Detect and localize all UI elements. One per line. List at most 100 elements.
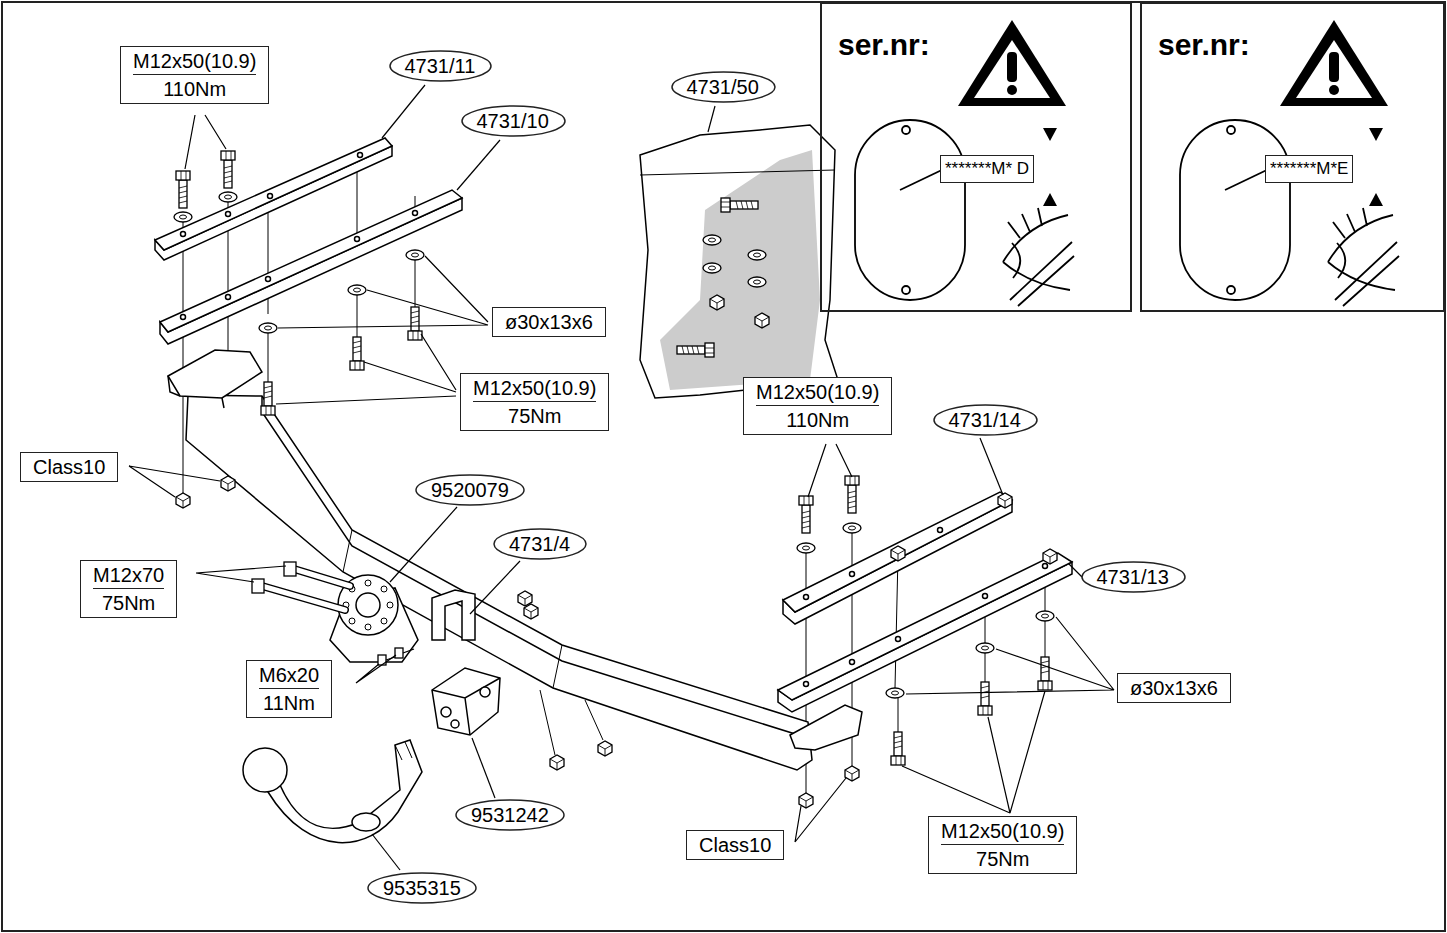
bracket-4731-13 [778, 553, 1072, 712]
drawing-path [472, 738, 495, 798]
part-number-ellipse: 4731/14 [933, 404, 1038, 436]
torque-value: 75Nm [941, 847, 1064, 871]
drawing-use [845, 766, 859, 781]
part-label: 4731/14 [949, 408, 1022, 432]
drawing-use [797, 543, 815, 553]
drawing-use [748, 277, 766, 287]
drawing-circle [356, 593, 380, 617]
serial-callout: *******M*E [1265, 155, 1353, 183]
drawing-circle [983, 594, 988, 599]
drawing-rect [1007, 52, 1017, 82]
serial-panel: ser.nr:*******M*E [1140, 2, 1445, 312]
drawing-rect [284, 562, 296, 576]
drawing-g [721, 198, 758, 212]
drawing-use [1043, 549, 1057, 564]
drawing-path [196, 566, 286, 582]
drawing-circle [902, 286, 910, 294]
part-label: 9520079 [431, 478, 509, 502]
part-label: 4731/50 [687, 75, 760, 99]
drawing-polygon [160, 198, 462, 344]
drawing-use [406, 250, 424, 260]
drawing-path [372, 834, 400, 870]
spec-box: M12x50(10.9)110Nm [120, 46, 269, 104]
drawing-circle [387, 602, 393, 608]
drawing-use [408, 307, 422, 340]
drawing-circle [804, 682, 809, 687]
ellipse-shape [368, 873, 476, 903]
spec-box: M12x7075Nm [80, 560, 177, 618]
part-number-ellipse: 9520079 [415, 474, 525, 506]
drawing-path [470, 561, 520, 614]
drawing-use [703, 263, 721, 273]
drawing-use [174, 212, 192, 222]
part-label: M12x50(10.9) [473, 376, 596, 402]
part-label: 4731/10 [477, 109, 550, 133]
drawing-path [1069, 564, 1082, 577]
drawing-circle [1227, 126, 1235, 134]
clamp-4731-4 [432, 590, 475, 640]
drawing-circle [365, 624, 371, 630]
drawing-use [891, 546, 905, 561]
spec-box: Class10 [20, 452, 118, 482]
drawing-circle [349, 618, 355, 624]
drawing-polygon [432, 668, 500, 735]
drawing-path [640, 170, 835, 175]
drawing-circle [181, 232, 186, 237]
drawing-use [518, 591, 532, 606]
part-label: 4731/4 [509, 532, 571, 556]
drawing-circle [804, 595, 809, 600]
bracket-4731-11 [155, 138, 392, 260]
part-label: *******M*E [1270, 159, 1348, 179]
drawing-circle [381, 586, 387, 592]
drawing-circle [413, 211, 418, 216]
part-label: M12x50(10.9) [941, 819, 1064, 845]
drawing-g [677, 343, 714, 357]
serial-panel: ser.nr: *******M* D [820, 2, 1132, 312]
part-label: M12x50(10.9) [133, 49, 256, 75]
drawing-circle [1227, 286, 1235, 294]
drawing-path [356, 655, 396, 683]
leader-lines [129, 85, 1114, 870]
drawing-polygon [660, 150, 820, 390]
drawing-circle [355, 237, 360, 242]
drawing-use [1038, 657, 1052, 690]
bolt-bag [640, 125, 838, 398]
drawing-path [432, 678, 500, 735]
part-number-ellipse: 4731/10 [461, 105, 566, 137]
drawing-use [799, 793, 813, 808]
drawing-use [1036, 611, 1054, 621]
drawing-path [432, 590, 475, 640]
drawing-use [350, 337, 364, 370]
drawing-polygon [1280, 20, 1388, 106]
drawing-path [382, 85, 425, 138]
drawing-circle [268, 194, 273, 199]
drawing-path [1003, 208, 1074, 306]
drawing-polygon [1369, 193, 1383, 206]
drawing-path [795, 778, 846, 842]
drawing-rect [252, 579, 264, 593]
part-label: M6x20 [259, 663, 319, 689]
bolts-m12x70 [252, 562, 350, 610]
drawing-path [129, 466, 220, 497]
drawing-circle [896, 637, 901, 642]
part-label: ser.nr: [838, 28, 1130, 62]
drawing-circle [226, 295, 231, 300]
drawing-path [457, 140, 500, 190]
drawing-circle [365, 580, 371, 586]
serial-callout: *******M* D [940, 155, 1034, 183]
spec-box: Class10 [686, 830, 784, 860]
drawing-circle [1007, 85, 1017, 95]
drawing-use [998, 493, 1012, 508]
drawing-circle [441, 707, 451, 717]
drawing-circle [938, 528, 943, 533]
part-label: ø30x13x6 [1130, 676, 1218, 700]
part-label: 4731/13 [1097, 565, 1170, 589]
serial-panel-1-art [855, 20, 1074, 306]
part-number-ellipse: 4731/4 [493, 528, 587, 560]
spec-box: M12x50(10.9)75Nm [460, 373, 609, 431]
drawing-circle [1043, 564, 1048, 569]
part-label: Class10 [33, 455, 105, 479]
drawing-circle [226, 212, 231, 217]
